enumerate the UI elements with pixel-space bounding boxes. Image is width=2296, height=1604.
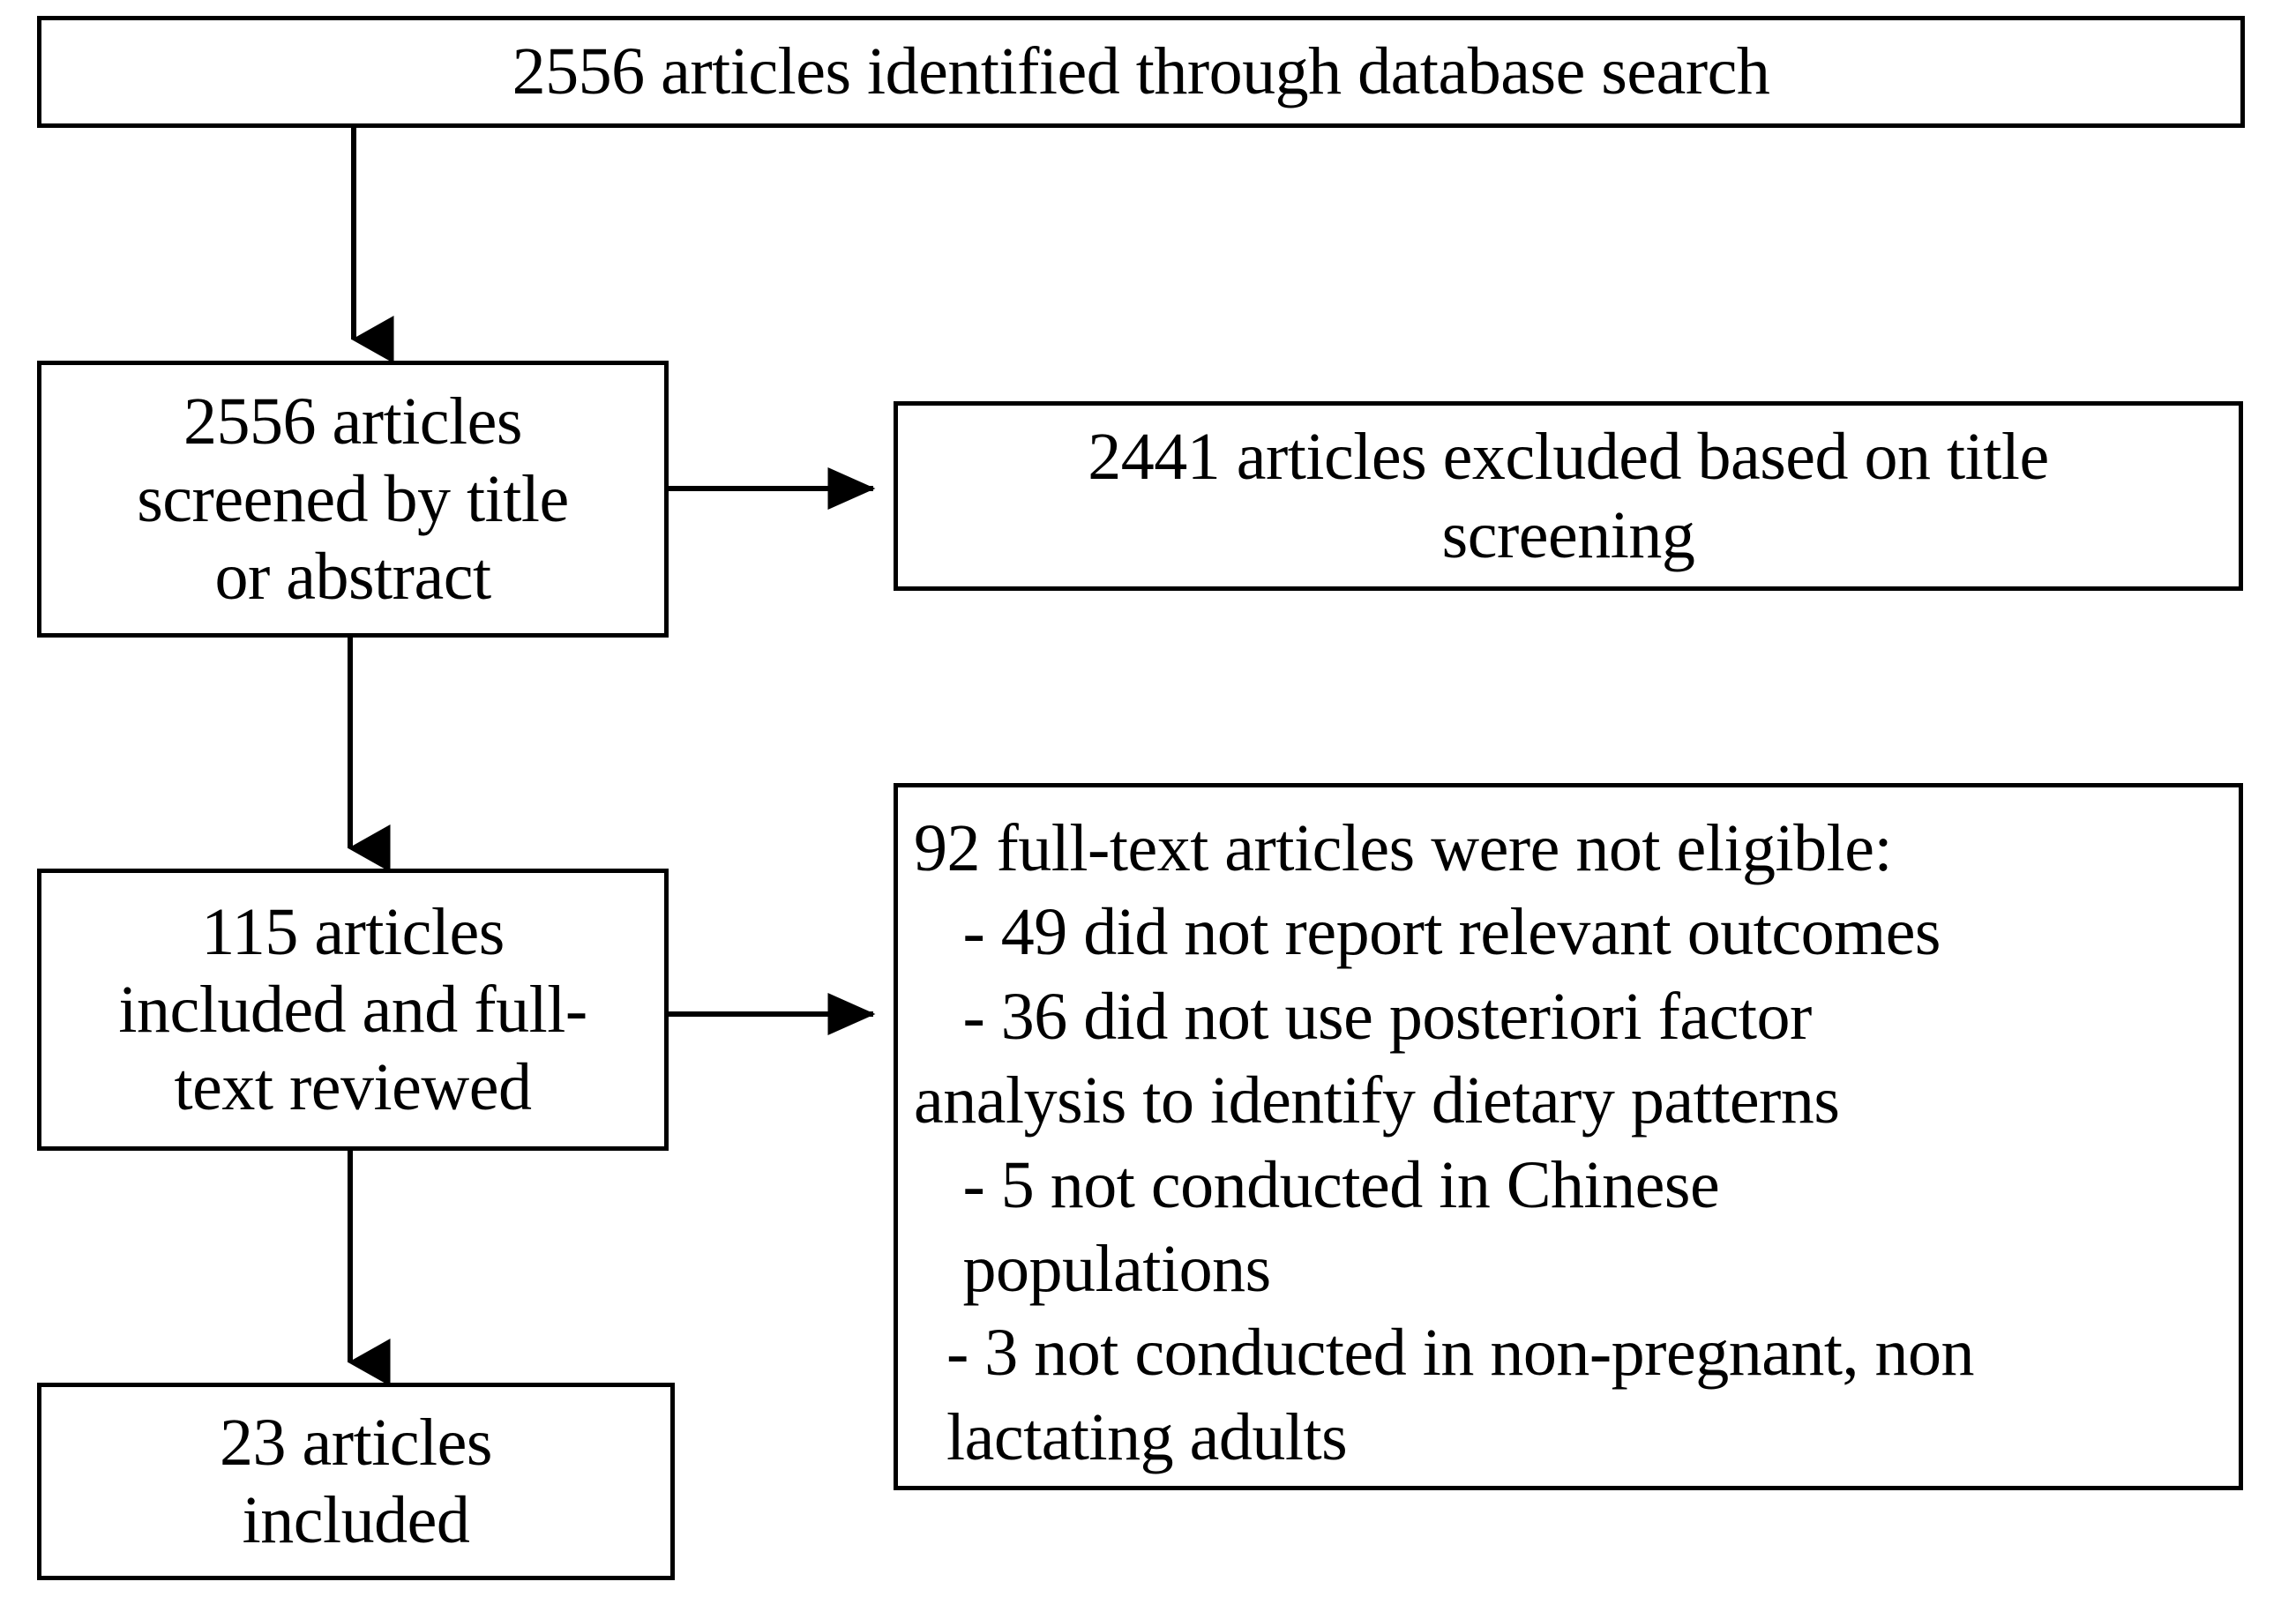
- node-line: - 36 did not use posteriori factor: [914, 979, 1813, 1054]
- node-articles-not-eligible: 92 full-text articles were not eligible:…: [894, 783, 2243, 1490]
- node-articles-identified-text: 2556 articles identified through databas…: [41, 33, 2240, 110]
- node-line: 23 articles: [220, 1405, 492, 1480]
- node-line: 2556 articles identified through databas…: [512, 34, 1770, 109]
- node-line: 2441 articles excluded based on title: [1088, 420, 2049, 495]
- node-articles-included: 23 articles included: [37, 1383, 675, 1580]
- node-line: screened by title: [137, 461, 569, 536]
- node-articles-fulltext-reviewed-text: 115 articles included and full- text rev…: [41, 893, 664, 1126]
- node-line: analysis to identify dietary patterns: [914, 1063, 1840, 1138]
- node-line: - 5 not conducted in Chinese: [914, 1147, 1720, 1222]
- node-line: 2556 articles: [183, 384, 522, 459]
- node-line: included: [242, 1483, 470, 1557]
- node-line: - 49 did not report relevant outcomes: [914, 895, 1941, 970]
- node-line: text reviewed: [174, 1050, 532, 1125]
- node-line: populations: [914, 1231, 1272, 1306]
- node-articles-excluded-title-text: 2441 articles excluded based on title sc…: [898, 418, 2239, 573]
- node-line: 92 full-text articles were not eligible:: [914, 811, 1893, 885]
- node-articles-included-text: 23 articles included: [41, 1404, 670, 1559]
- node-articles-not-eligible-text: 92 full-text articles were not eligible:…: [898, 787, 2239, 1480]
- node-articles-screened-text: 2556 articles screened by title or abstr…: [41, 383, 664, 615]
- node-articles-fulltext-reviewed: 115 articles included and full- text rev…: [37, 869, 669, 1151]
- node-line: - 3 not conducted in non-pregnant, non: [914, 1316, 1975, 1391]
- node-line: screening: [1441, 497, 1695, 572]
- node-line: 115 articles: [201, 894, 505, 969]
- node-line: lactating adults: [914, 1399, 1348, 1474]
- node-line: included and full-: [118, 972, 587, 1047]
- node-articles-screened: 2556 articles screened by title or abstr…: [37, 361, 669, 638]
- node-articles-identified: 2556 articles identified through databas…: [37, 16, 2245, 128]
- node-line: or abstract: [214, 540, 491, 615]
- node-articles-excluded-title: 2441 articles excluded based on title sc…: [894, 401, 2243, 591]
